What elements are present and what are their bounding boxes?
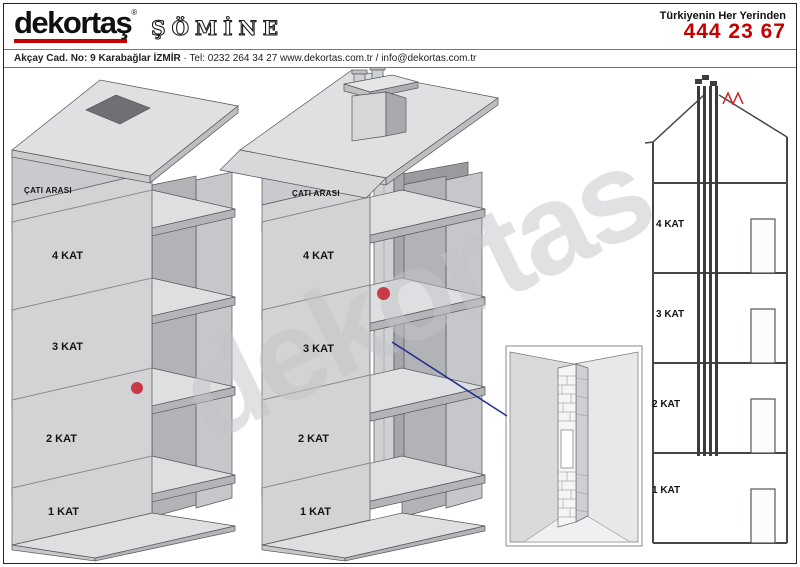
inset-brick-lines-side (575, 377, 589, 513)
pointer-line (391, 341, 508, 417)
phone-tagline: Türkiyenin Her Yerinden (659, 10, 786, 22)
middle-floor-label-4: 4 KAT (303, 250, 334, 262)
left-facade-wall (11, 171, 153, 546)
brand-word: ŞÖMİNE (151, 15, 285, 40)
elevation-doors (750, 218, 776, 544)
elevation-floor-label-4: 4 KAT (656, 219, 685, 230)
watermark-red-dot (377, 287, 390, 300)
middle-attic-label: ÇATI ARASI (292, 189, 340, 198)
middle-facade-floor-lines (261, 196, 371, 489)
middle-facade-wall (261, 179, 371, 546)
elevation-drawing (644, 75, 788, 544)
logo-wordmark: dekortaş (14, 5, 133, 40)
elevation-floor-label-2: 2 KAT (652, 399, 681, 410)
elevation-roof-left (644, 94, 705, 144)
elevation-chimney-pipes (695, 75, 718, 456)
address-bar: Akçay Cad. No: 9 Karabağlar İZMİR · Tel:… (4, 49, 796, 68)
left-floor-label-4: 4 KAT (52, 250, 83, 262)
left-floor-label-2: 2 KAT (46, 433, 77, 445)
left-floor-label-1: 1 KAT (48, 506, 79, 518)
address-text: Akçay Cad. No: 9 Karabağlar İZMİR (14, 53, 181, 64)
phone-number: 444 23 67 (683, 20, 786, 43)
inset-floor (522, 507, 632, 543)
inset-brick-lines (558, 375, 576, 518)
elevation-roof-right (718, 94, 788, 138)
middle-building-illustration (219, 65, 499, 562)
middle-floor-label-3: 3 KAT (303, 343, 334, 355)
inset-flue-door (560, 429, 574, 469)
inset-column-right-face (575, 363, 589, 523)
middle-floor-label-1: 1 KAT (300, 506, 331, 518)
left-attic-label: ÇATI ARASI (24, 186, 72, 195)
chimney-stack (343, 65, 419, 142)
contact-text: · Tel: 0232 264 34 27 www.dekortas.com.t… (183, 53, 477, 64)
detail-inset (505, 345, 643, 547)
left-facade-floor-lines (11, 189, 153, 489)
page-header: dekortaş® ŞÖMİNE Türkiyenin Her Yerinden… (4, 4, 796, 68)
middle-floor-label-2: 2 KAT (298, 433, 329, 445)
phone-block: Türkiyenin Her Yerinden 444 23 67 (660, 8, 786, 42)
watermark-red-dot (131, 382, 143, 394)
elevation-red-measure-mark (722, 91, 744, 106)
logo-red-underline (14, 39, 128, 43)
elevation-floor-label-1: 1 KAT (652, 485, 681, 496)
left-roof-edge-eave (11, 149, 151, 184)
brand-logo: dekortaş® ŞÖMİNE (14, 5, 285, 43)
left-building-illustration (11, 79, 239, 562)
left-floor-label-3: 3 KAT (52, 341, 83, 353)
elevation-floor-label-3: 3 KAT (656, 309, 685, 320)
registered-trademark-symbol: ® (131, 8, 138, 17)
middle-roof-lower-slab (219, 149, 387, 199)
